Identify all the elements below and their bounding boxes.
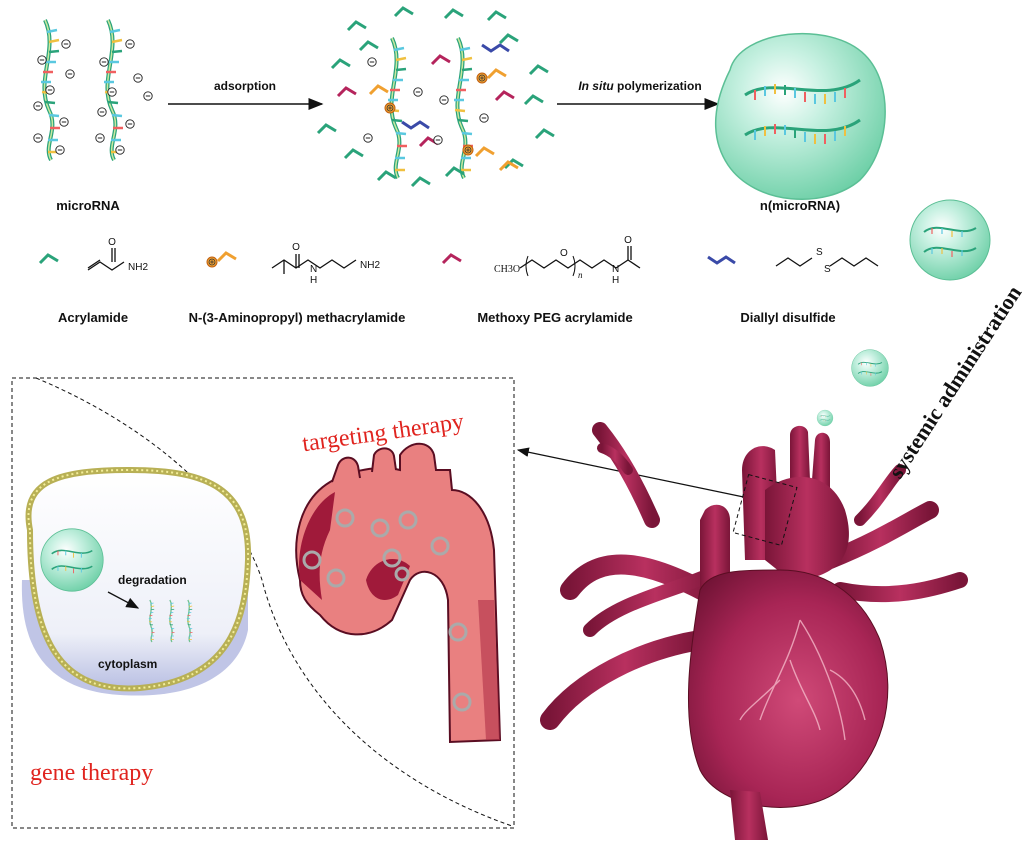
legend-peg: CH3O O n O N H [441,235,641,286]
monomer-legend: O NH2 Acrylamide O N H NH2 N-(3-Aminopro… [38,199,991,325]
microrna-strands [33,18,153,162]
aminopropyl-label: N-(3-Aminopropyl) methacrylamide [189,310,406,325]
microrna-label: microRNA [56,198,120,213]
svg-text:N: N [310,264,317,275]
svg-text:S: S [824,264,831,275]
legend-acrylamide: O NH2 [38,237,148,273]
svg-text:NH2: NH2 [360,260,380,271]
svg-text:S: S [816,247,823,258]
acrylamide-formula: NH2 [128,262,148,273]
heart [540,422,968,840]
nmicrorna-label: n(microRNA) [760,198,840,213]
zoom-divider [35,377,513,827]
aorta [295,442,502,744]
cell-nanocapsule-icon [40,528,104,592]
gene-therapy-label: gene therapy [30,760,153,786]
cytoplasm-label: cytoplasm [98,657,157,671]
injected-capsule-large-icon [851,349,889,387]
svg-text:n: n [578,270,583,280]
legend-disulfide: S S [706,247,879,275]
heart-zoom-region [732,473,798,547]
degradation-label: degradation [118,573,187,587]
disulfide-label: Diallyl disulfide [740,310,835,325]
systemic-administration-label: systemic administration [883,281,1024,483]
nanocapsule [714,32,886,200]
legend-nanocapsule-icon [909,199,991,281]
adsorption-label: adsorption [214,79,276,93]
svg-text:H: H [612,275,619,286]
acrylamide-label: Acrylamide [58,310,128,325]
adsorption-mixture [316,6,556,188]
svg-text:N: N [612,264,619,275]
svg-text:O: O [292,242,300,253]
polymerization-label: In situ polymerization [578,79,701,93]
svg-text:H: H [310,275,317,286]
peg-label: Methoxy PEG acrylamide [477,310,632,325]
svg-text:O: O [560,248,568,259]
injected-capsule-small-icon [816,409,834,427]
svg-text:O: O [624,235,632,246]
svg-text:O: O [108,237,116,248]
degradation-arrow [107,591,140,609]
cell [21,466,252,696]
svg-text:CH3O: CH3O [494,264,520,275]
legend-aminopropyl: O N H NH2 [206,242,380,286]
